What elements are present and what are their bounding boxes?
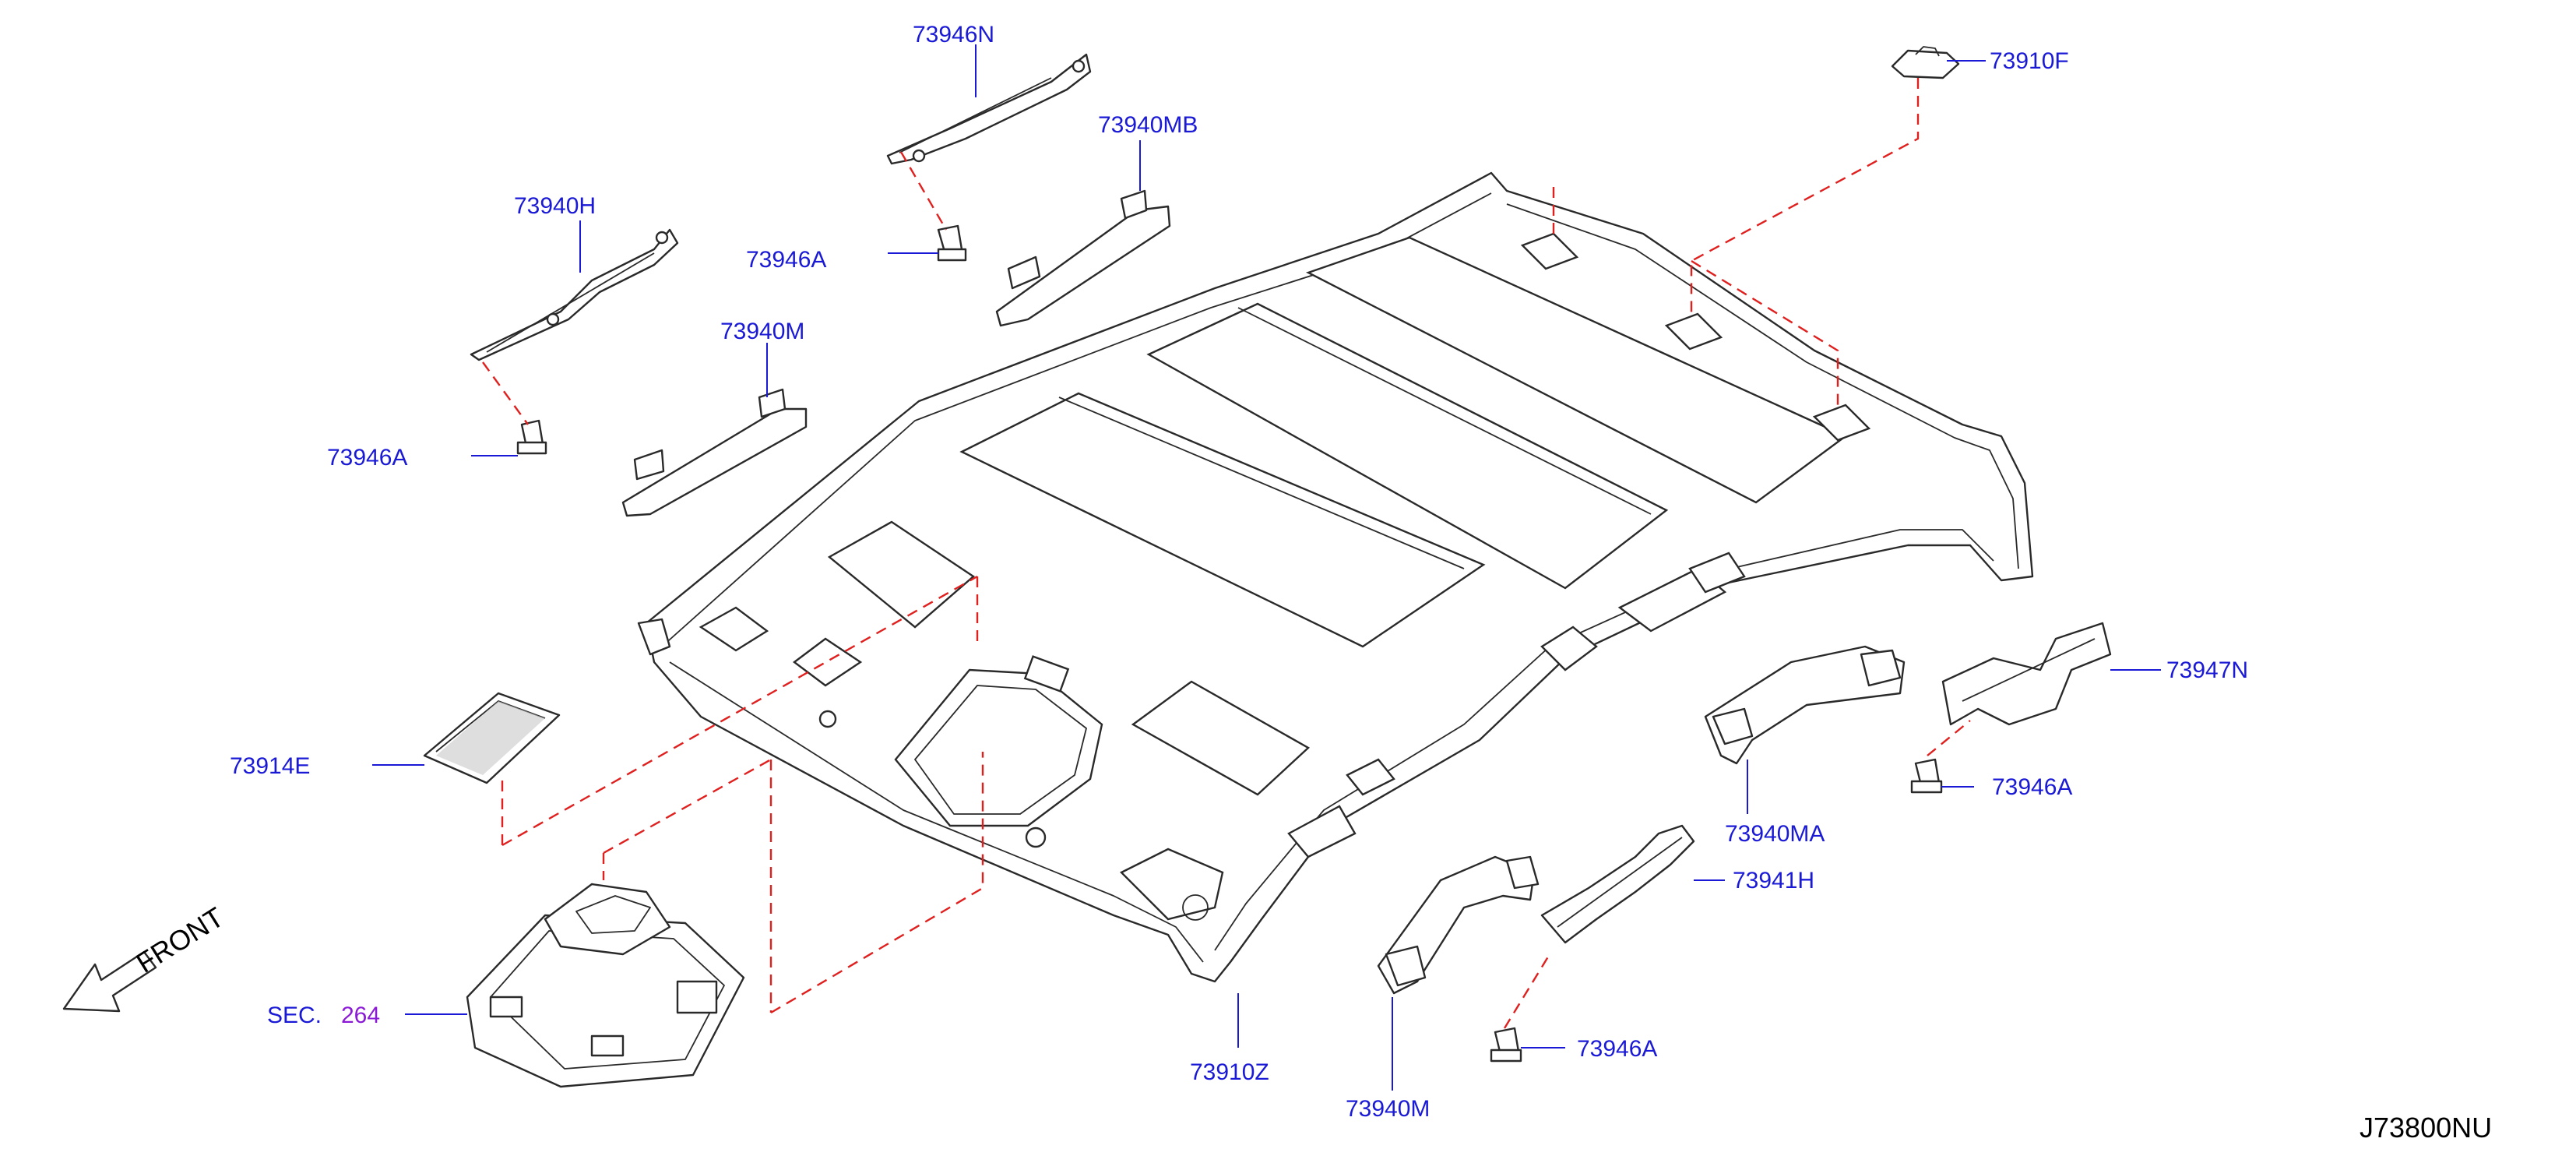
callout-label: 73946N [913,22,994,48]
callout-label: 73940M [720,319,804,344]
clip-73946A-2 [516,419,547,455]
diagram-code: J73800NU [2360,1112,2492,1144]
pad-73914E [423,692,561,784]
callout-label: 73940M [1346,1096,1430,1122]
callout-label: 73910F [1990,48,2069,74]
callout-labels: 73946N 73910F 73940MB 73940H 73946A 7394… [230,22,2248,1122]
leader-lines [372,44,2161,1091]
callout-label: 73940H [514,193,596,219]
callout-label: 73914E [230,753,310,779]
clip-73946A-4 [1490,1027,1522,1063]
bracket-73947N [1941,622,2112,726]
grip-73940M-lower [1377,855,1540,995]
assembly-dashed-lines [482,78,1971,1029]
front-pad-left [827,520,975,629]
clip-pad-1 [1520,232,1579,270]
callout-label: 73947N [2166,657,2248,683]
clip-pad-2 [1664,312,1723,351]
grip-73940MA [1704,645,1906,765]
headlining-pad-1 [959,392,1486,648]
bracket-73941H [1540,824,1695,944]
grip-73940M-upper [621,388,808,517]
callout-label: 73910Z [1190,1059,1269,1085]
callout-label: 73946A [1992,774,2072,800]
front-arrow-icon: FRONT [62,900,230,1013]
callout-label: 73940MB [1098,112,1198,138]
callout-label: 73941H [1733,868,1814,893]
callout-label: 73946A [327,445,407,471]
callout-label: 73946A [746,247,826,273]
map-lamp-sec264 [466,883,745,1088]
clip-73946A-1 [937,224,967,262]
callout-label: 73940MA [1725,821,1825,847]
clip-73910F [1891,46,1960,79]
headlining-panel [637,171,2034,983]
front-label: FRONT [131,900,230,978]
dome-opening [894,668,1103,827]
section-reference[interactable]: SEC. 264 [267,1003,380,1028]
callout-label: 73946A [1577,1036,1657,1062]
grip-73940MB [995,189,1171,327]
clip-pad-3 [1812,404,1871,442]
clip-73946A-3 [1910,758,1943,794]
bracket-73946N [886,53,1092,165]
front-pad-mid [1131,680,1311,796]
section-number-link[interactable]: 264 [341,1003,380,1028]
headlining-pad-2 [1146,302,1669,590]
section-prefix: SEC. [267,1003,322,1028]
bracket-73940H [470,228,679,361]
